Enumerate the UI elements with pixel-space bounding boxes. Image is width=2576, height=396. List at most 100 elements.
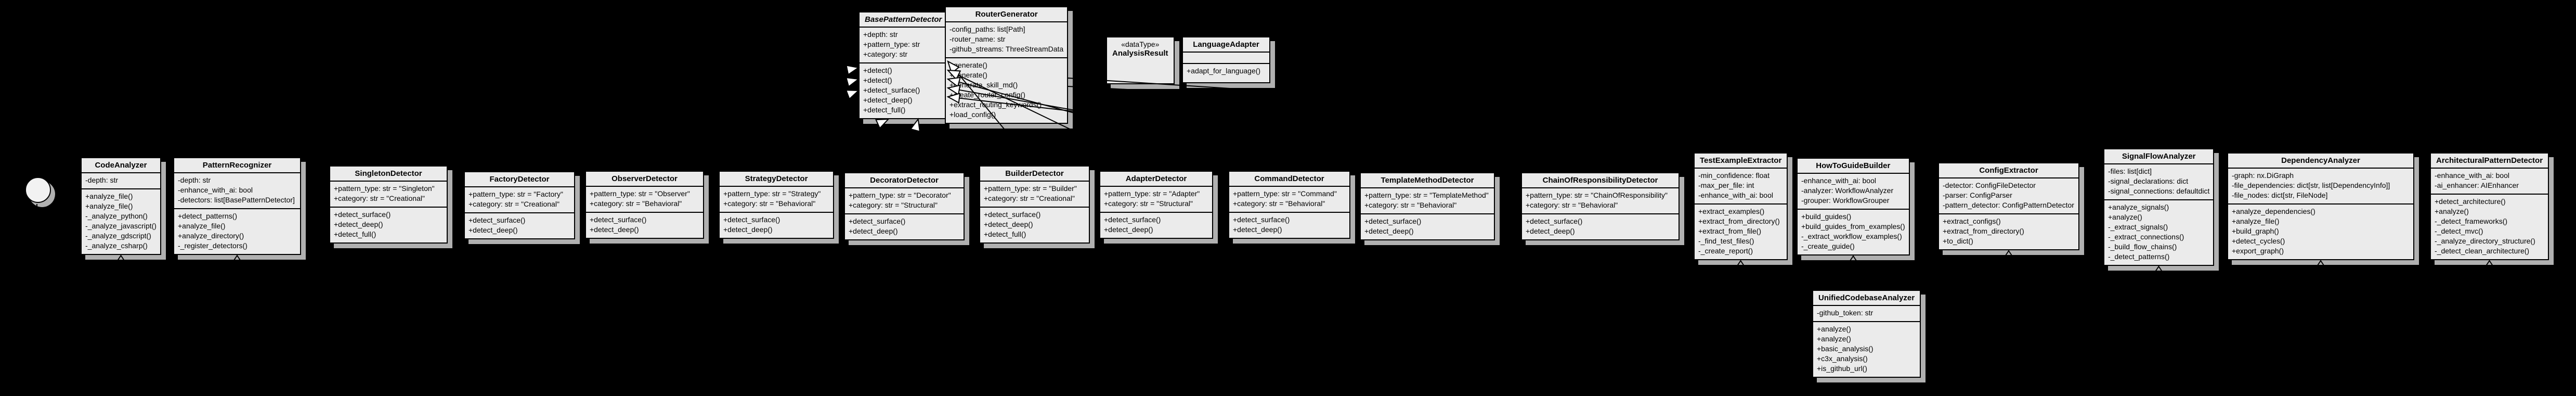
attribute: +pattern_type: str = "Singleton" <box>334 184 435 193</box>
method: +detect_deep() <box>1364 227 1414 235</box>
class-decorator_detector: DecoratorDetector+pattern_type: str = "D… <box>844 172 965 240</box>
method: +detect_surface() <box>334 210 391 219</box>
class-title: FactoryDetector <box>465 172 574 186</box>
method: +detect_surface() <box>723 215 780 224</box>
attributes-compartment: -enhance_with_ai: bool-ai_enhancer: AIEn… <box>2431 168 2548 194</box>
interface-lollipop-icon <box>25 177 51 203</box>
attribute: -enhance_with_ai: bool <box>2435 171 2509 180</box>
method: +c3x_analysis() <box>1817 354 1868 363</box>
attribute: +category: str <box>863 50 908 58</box>
method: +extract_configs() <box>1943 217 2001 225</box>
attribute: +category: str = "Behavioral" <box>590 199 682 208</box>
attribute: -detector: ConfigFileDetector <box>1943 181 2036 189</box>
method: +analyze() <box>2108 213 2142 221</box>
class-title: ObserverDetector <box>586 172 703 186</box>
class-title: CommandDetector <box>1229 172 1349 186</box>
attribute: -enhance_with_ai: bool <box>1801 176 1876 185</box>
class-test_example_extractor: TestExampleExtractor-min_confidence: flo… <box>1694 152 1788 260</box>
class-title: DecoratorDetector <box>845 173 964 187</box>
class-title: UnifiedCodebaseAnalyzer <box>1813 291 1920 305</box>
method: -_detect_mvc() <box>2435 227 2483 235</box>
class-name: AdapterDetector <box>1125 174 1187 183</box>
methods-compartment: +analyze()+analyze()+basic_analysis()+c3… <box>1813 321 1920 377</box>
attribute: -signal_declarations: dict <box>2108 177 2189 185</box>
class-name: StrategyDetector <box>745 174 808 183</box>
attribute: -pattern_detector: ConfigPatternDetector <box>1943 201 2074 209</box>
class-name: BuilderDetector <box>1005 169 1064 178</box>
method: +analyze() <box>2435 207 2469 215</box>
attribute: -ai_enhancer: AIEnhancer <box>2435 181 2519 189</box>
method: +detect_deep() <box>1526 227 1575 235</box>
attribute: +category: str = "Behavioral" <box>1364 201 1457 209</box>
class-title: StrategyDetector <box>720 172 833 186</box>
methods-compartment: +detect_surface()+detect_deep() <box>1100 212 1212 238</box>
method: +detect_deep() <box>590 225 639 234</box>
attribute: +pattern_type: str = "Command" <box>1233 189 1337 198</box>
attributes-compartment: +pattern_type: str = "TemplateMethod"+ca… <box>1361 187 1494 213</box>
attribute: +category: str = "Creational" <box>984 194 1075 202</box>
class-name: FactoryDetector <box>489 175 550 184</box>
attribute: +depth: str <box>863 30 898 39</box>
method: +build_graph() <box>2232 227 2279 235</box>
method: +generate_skill_md() <box>949 81 1018 89</box>
class-name: DependencyAnalyzer <box>2281 156 2360 165</box>
method: +analyze_file() <box>85 192 133 200</box>
method: +analyze_directory() <box>178 232 244 240</box>
attributes-compartment: +pattern_type: str = "Strategy"+category… <box>720 186 833 212</box>
methods-compartment: +analyze_signals()+analyze()-_extract_si… <box>2104 199 2214 265</box>
class-title: HowToGuideBuilder <box>1798 159 1909 173</box>
class-dependency_analyzer: DependencyAnalyzer -graph: nx.DiGraph-fil… <box>2227 152 2414 260</box>
attribute: -depth: str <box>85 176 119 184</box>
method: +load_config() <box>949 110 996 119</box>
method: +build_guides() <box>1801 212 1852 221</box>
class-analysis_result: «dataType»AnalysisResult <box>1106 36 1175 84</box>
method: +extract_examples() <box>1698 207 1765 215</box>
class-name: AnalysisResult <box>1112 49 1168 58</box>
class-name: TemplateMethodDetector <box>1381 176 1474 185</box>
class-title: TemplateMethodDetector <box>1361 173 1494 187</box>
attribute: -depth: str <box>178 176 211 184</box>
attribute: +category: str = "Behavioral" <box>1526 201 1618 209</box>
method: +detect_surface() <box>863 86 920 94</box>
attribute: -enhance_with_ai: bool <box>178 186 253 194</box>
class-title: SingletonDetector <box>330 167 447 181</box>
attribute: -files: list[dict] <box>2108 167 2152 175</box>
attribute: -detectors: list[BasePatternDetector] <box>178 196 295 204</box>
method: +basic_analysis() <box>1817 344 1874 353</box>
class-command_detector: CommandDetector +pattern_type: str = "Com… <box>1228 171 1350 239</box>
attributes-compartment: -depth: str <box>82 172 160 188</box>
method: -_analyze_csharp() <box>85 241 148 250</box>
attribute: +pattern_type: str = "Adapter" <box>1104 189 1200 198</box>
method: +detect() <box>863 76 892 84</box>
method: +detect_deep() <box>1104 225 1153 234</box>
class-factory_detector: FactoryDetector +pattern_type: str = "Fac… <box>464 171 575 239</box>
attribute: +category: str = "Structural" <box>1104 199 1193 208</box>
class-architectural_pattern_detector: ArchitecturalPatternDetector-enhance_wit… <box>2430 152 2549 260</box>
methods-compartment: +detect_surface()+detect_deep() <box>845 213 964 239</box>
class-title: SignalFlowAnalyzer <box>2104 149 2213 163</box>
methods-compartment: +analyze_file()+analyze_file()-_analyze_… <box>82 188 160 254</box>
method: +export_graph() <box>2232 247 2284 255</box>
attribute: +category: str = "Behavioral" <box>723 199 816 208</box>
method: -_extract_workflow_examples() <box>1801 232 1902 240</box>
method: +analyze_file() <box>2232 217 2280 225</box>
attributes-compartment: -graph: nx.DiGraph-file_dependencies: di… <box>2228 168 2413 203</box>
method: +detect_deep() <box>1233 225 1282 234</box>
class-observer_detector: ObserverDetector+pattern_type: str = "Ob… <box>585 171 704 239</box>
class-chain_of_responsibility_detector: ChainOfResponsibilityDetector+pattern_ty… <box>1521 172 1680 240</box>
methods-compartment: +build_guides()+build_guides_from_exampl… <box>1798 209 1909 254</box>
methods-compartment: +generate()+generate()+generate_skill_md… <box>946 57 1068 123</box>
attributes-compartment: +depth: str+pattern_type: str+category: … <box>860 27 947 62</box>
method: +detect_full() <box>334 230 376 238</box>
methods-compartment: +adapt_for_language() <box>1183 63 1269 79</box>
attribute: +category: str = "Structural" <box>849 201 938 209</box>
attributes-compartment: +pattern_type: str = "Factory"+category:… <box>465 186 574 212</box>
class-language_adapter: LanguageAdapter+adapt_for_language() <box>1182 36 1270 83</box>
class-title: ConfigExtractor <box>1939 163 2078 177</box>
class-title: RouterGenerator <box>946 7 1067 21</box>
attribute: -parser: ConfigParser <box>1943 191 2012 199</box>
class-title: BasePatternDetector <box>860 12 947 27</box>
class-name: SignalFlowAnalyzer <box>2122 152 2196 161</box>
method: -_detect_frameworks() <box>2435 217 2508 225</box>
attribute: +category: str = "Creational" <box>334 194 425 202</box>
